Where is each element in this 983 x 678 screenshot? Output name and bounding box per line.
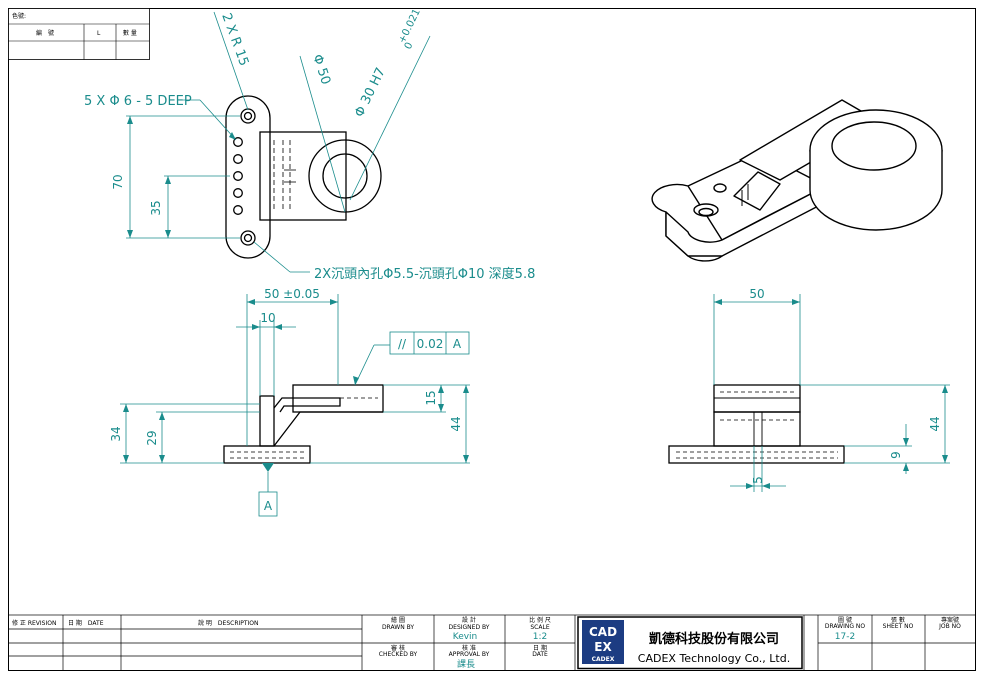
datum-label: A (264, 499, 273, 513)
parts-table-col-qty: 數 量 (123, 29, 137, 37)
company-box (577, 616, 803, 670)
tb-revision-label: 修 正 REVISION (12, 619, 56, 627)
dim-top-35: 35 (149, 200, 163, 215)
tb-job-label: 專案號 (941, 616, 959, 624)
tb-approved-value: 課長 (457, 658, 475, 670)
tb-drawing-no-value: 17-2 (835, 632, 855, 642)
side-view-dimensions (713, 294, 950, 492)
front-view-arrows (123, 299, 469, 463)
dim-side-9: 9 (889, 451, 903, 459)
top-view-dimensions (126, 11, 431, 273)
dim-side-50: 50 (749, 287, 764, 301)
dim-front-44: 44 (449, 416, 463, 431)
gdt-frame: // 0.02 A (389, 331, 470, 355)
logo-top: CAD (589, 625, 617, 639)
top-view-arrows (127, 116, 236, 238)
gdt-datum-ref: A (453, 337, 462, 351)
side-view-arrows (714, 299, 948, 489)
side-view (668, 384, 845, 464)
tb-date2-label: 日 期 (533, 644, 547, 652)
tb-scale-sub: SCALE (530, 624, 549, 631)
note-holes: 5 X Φ 6 - 5 DEEP (84, 94, 192, 109)
datum-box (258, 491, 278, 517)
gdt-tolerance: 0.02 (417, 337, 444, 351)
tb-approved-label: 核 准 (462, 644, 476, 652)
front-view (223, 384, 384, 464)
parts-table-col-l: L (97, 30, 101, 37)
dim-side-44: 44 (928, 416, 942, 431)
datum-triangle (262, 463, 274, 472)
top-view (225, 95, 382, 259)
tb-job-sub: JOB NO (938, 623, 961, 630)
tb-sheet-label: 張 數 (891, 616, 905, 624)
tb-designed-value: Kevin (453, 632, 478, 642)
tb-date2-sub: DATE (532, 651, 548, 658)
note-counterbore: 2X沉頭內孔Φ5.5-沉頭孔Φ10 深度5.8 (314, 266, 535, 282)
tb-checked-sub: CHECKED BY (379, 651, 418, 658)
tb-designed-sub: DESIGNED BY (449, 624, 490, 631)
gdt-symbol: // (398, 337, 407, 351)
dim-front-15: 15 (424, 390, 438, 405)
front-view-dimensions (120, 294, 470, 464)
parts-table-col-part-no: 編 號 (36, 29, 54, 37)
tb-date-label: 日 期 DATE (68, 619, 104, 627)
note-dia30: Φ 30 H7 (352, 65, 389, 119)
dim-top-70: 70 (111, 174, 125, 189)
dim-front-50: 50 ±0.05 (264, 287, 320, 301)
isometric-view (651, 99, 943, 262)
company-logo: CAD EX CADEX (582, 620, 624, 664)
logo-bottom: EX (594, 640, 612, 654)
tb-approved-sub: APPROVAL BY (449, 651, 490, 658)
parts-table-title: 色號: (12, 12, 26, 20)
tb-drawn-label: 繪 圖 (391, 616, 405, 624)
dim-front-34: 34 (109, 426, 123, 441)
parts-table: 色號: 編 號 L 數 量 (8, 8, 150, 60)
note-dia50: Φ 50 (309, 53, 333, 87)
note-radius: 2 X R 15 (218, 11, 251, 68)
tb-drawing-no-sub: DRAWING NO (825, 623, 866, 630)
company-name-en: CADEX Technology Co., Ltd. (638, 652, 790, 665)
title-block (8, 614, 976, 671)
tb-scale-label: 比 例 尺 (529, 616, 551, 624)
note-dia30-tol-lower: 0 (403, 41, 416, 52)
note-dia30-tol-upper: +0.021 (397, 7, 423, 45)
tb-sheet-sub: SHEET NO (883, 623, 914, 630)
tb-drawn-sub: DRAWN BY (382, 624, 414, 631)
company-name-cn: 凱德科技股份有限公司 (649, 631, 779, 647)
dim-front-10: 10 (260, 311, 275, 325)
dim-side-5: 5 (751, 476, 765, 484)
tb-designed-label: 設 計 (462, 616, 476, 624)
tb-drawing-no-label: 圖 號 (838, 616, 852, 624)
tb-scale-value: 1:2 (533, 632, 547, 642)
logo-caption: CADEX (592, 656, 615, 663)
dim-front-29: 29 (145, 430, 159, 445)
tb-checked-label: 審 核 (391, 644, 405, 652)
tb-description-label: 說 明 DESCRIPTION (198, 619, 259, 627)
